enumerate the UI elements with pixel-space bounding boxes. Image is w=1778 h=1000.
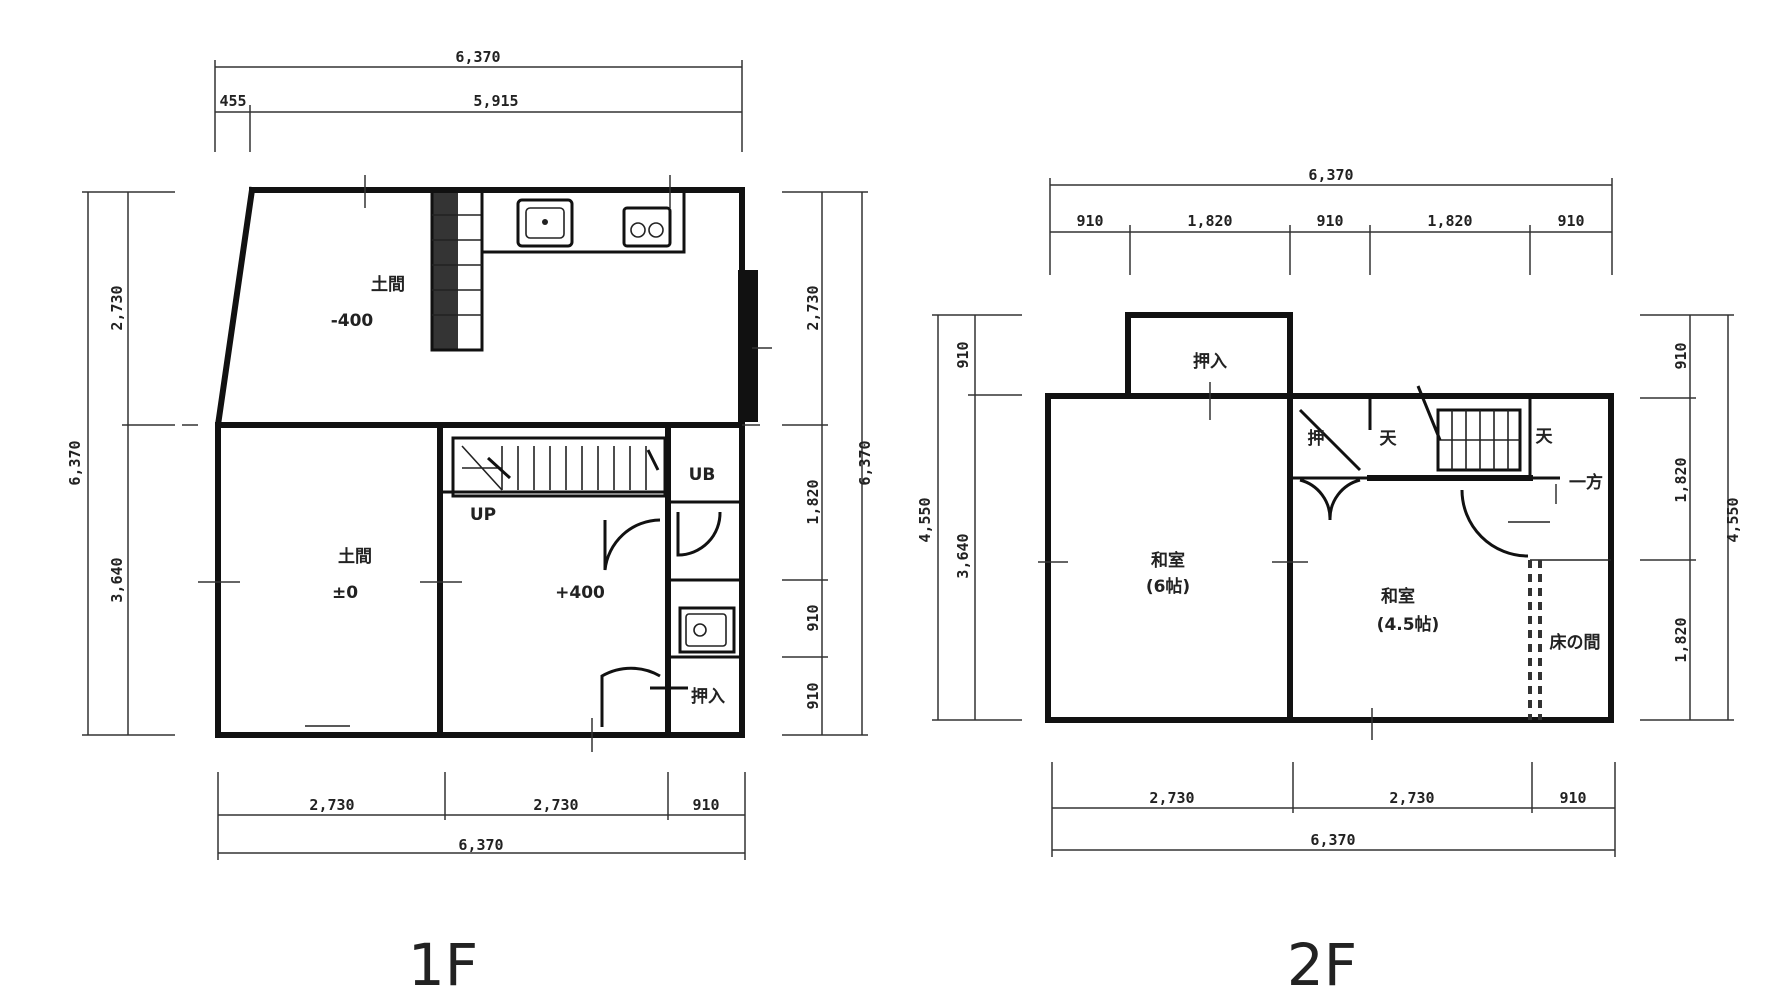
f1-dim-left: 6,370 2,730 3,640 [66,191,175,736]
f1-dim-top: 6,370 455 5,915 [214,48,743,152]
f2-dim-right-total: 4,550 [1724,497,1742,542]
f2-dim-left-lower: 3,640 [954,533,972,578]
floor-2-label: 2F [1287,931,1357,999]
f1-dim-right-mid2: 910 [804,604,822,631]
f2-room-tokonoma: 床の間 [1550,632,1601,653]
f1-toilet [678,606,736,654]
f2-dim-bottom-a: 2,730 [1149,789,1194,807]
f1-sink [516,198,574,248]
f2-room-washitsu-right-size: (4.5帖) [1377,614,1440,635]
f2-dim-top-e: 910 [1557,212,1584,230]
f2-dim-top-c: 910 [1316,212,1343,230]
f1-room-oshiire: 押入 [691,686,725,707]
f2-dim-left-upper: 910 [954,341,972,368]
f1-dim-bottom-total: 6,370 [458,836,503,854]
f2-doors [1298,408,1550,558]
f1-dim-bottom-c: 910 [692,796,719,814]
f1-lower-stair [451,436,667,498]
f1-dim-right-total: 6,370 [856,440,874,485]
f1-dim-top-a: 455 [219,92,246,110]
f1-room-doma-upper: 土間 [371,274,405,295]
f1-dim-left-lower: 3,640 [108,557,126,602]
f2-dim-top-d: 1,820 [1427,212,1472,230]
f1-stove [622,206,672,248]
f2-dim-right-upper: 910 [1672,342,1690,369]
f2-room-washitsu-right: 和室 [1381,586,1415,607]
f1-room-up: UP [470,505,496,525]
f2-ticks [1038,382,1557,740]
f2-dim-bottom-b: 2,730 [1389,789,1434,807]
f1-dim-right-mid1: 1,820 [804,479,822,524]
f2-dim-bottom-total: 6,370 [1310,831,1355,849]
f1-dim-bottom-b: 2,730 [533,796,578,814]
f2-dim-top-a: 910 [1076,212,1103,230]
f2-room-small-right: 天 [1536,427,1554,447]
f1-room-ub: UB [689,465,716,485]
f2-dim-left-total: 4,550 [916,497,934,542]
f2-room-arrow-label: 一方 [1569,472,1603,493]
f1-dim-left-total: 6,370 [66,440,84,485]
f2-dim-top: 6,370 910 1,820 910 1,820 910 [1049,166,1613,275]
f2-walls [1045,312,1614,723]
f1-dim-bottom-a: 2,730 [309,796,354,814]
f2-room-small-mid: 天 [1380,429,1398,449]
f2-dim-bottom: 2,730 2,730 910 6,370 [1051,762,1616,857]
f1-dim-top-b: 5,915 [473,92,518,110]
f2-room-washitsu-left-size: (6帖) [1146,576,1190,597]
f1-dim-bottom: 2,730 2,730 910 6,370 [217,772,746,860]
f1-room-doma-lower: 土間 [338,546,372,567]
f2-room-oshiire: 押入 [1193,351,1227,372]
floor-2-plan: 6,370 910 1,820 910 1,820 910 4,550 910 … [916,166,1742,999]
f1-window-strip [738,270,758,422]
f1-dim-right-upper: 2,730 [804,285,822,330]
f2-room-small-left: 押 [1308,428,1325,449]
f1-dim-right-mid3: 910 [804,682,822,709]
f2-dim-right: 4,550 910 1,820 1,820 [1640,314,1742,721]
f2-stair [1416,385,1560,480]
f2-dim-left: 4,550 910 3,640 [916,314,1022,721]
f1-ticks [182,175,772,752]
f1-dim-top-total: 6,370 [455,48,500,66]
f2-dim-bottom-c: 910 [1559,789,1586,807]
f2-dim-top-b: 1,820 [1187,212,1232,230]
f1-upper-stair [430,188,686,352]
f2-room-washitsu-left: 和室 [1151,550,1185,571]
f2-dim-right-lower: 1,820 [1672,617,1690,662]
f1-walls [215,186,758,738]
f2-dim-right-mid: 1,820 [1672,457,1690,502]
f1-dim-right: 6,370 2,730 1,820 910 910 [782,191,874,736]
floor-1-plan: 6,370 455 5,915 6,370 2,730 3,640 6,370 … [66,48,874,999]
f1-doors [600,511,722,727]
f2-dim-top-total: 6,370 [1308,166,1353,184]
f1-room-doma-upper-level: -400 [331,311,374,331]
f1-dim-left-upper: 2,730 [108,285,126,330]
f1-room-doma-lower-level: ±0 [332,583,358,603]
floor-1-label: 1F [408,931,478,999]
f1-room-center-level: +400 [555,583,605,603]
